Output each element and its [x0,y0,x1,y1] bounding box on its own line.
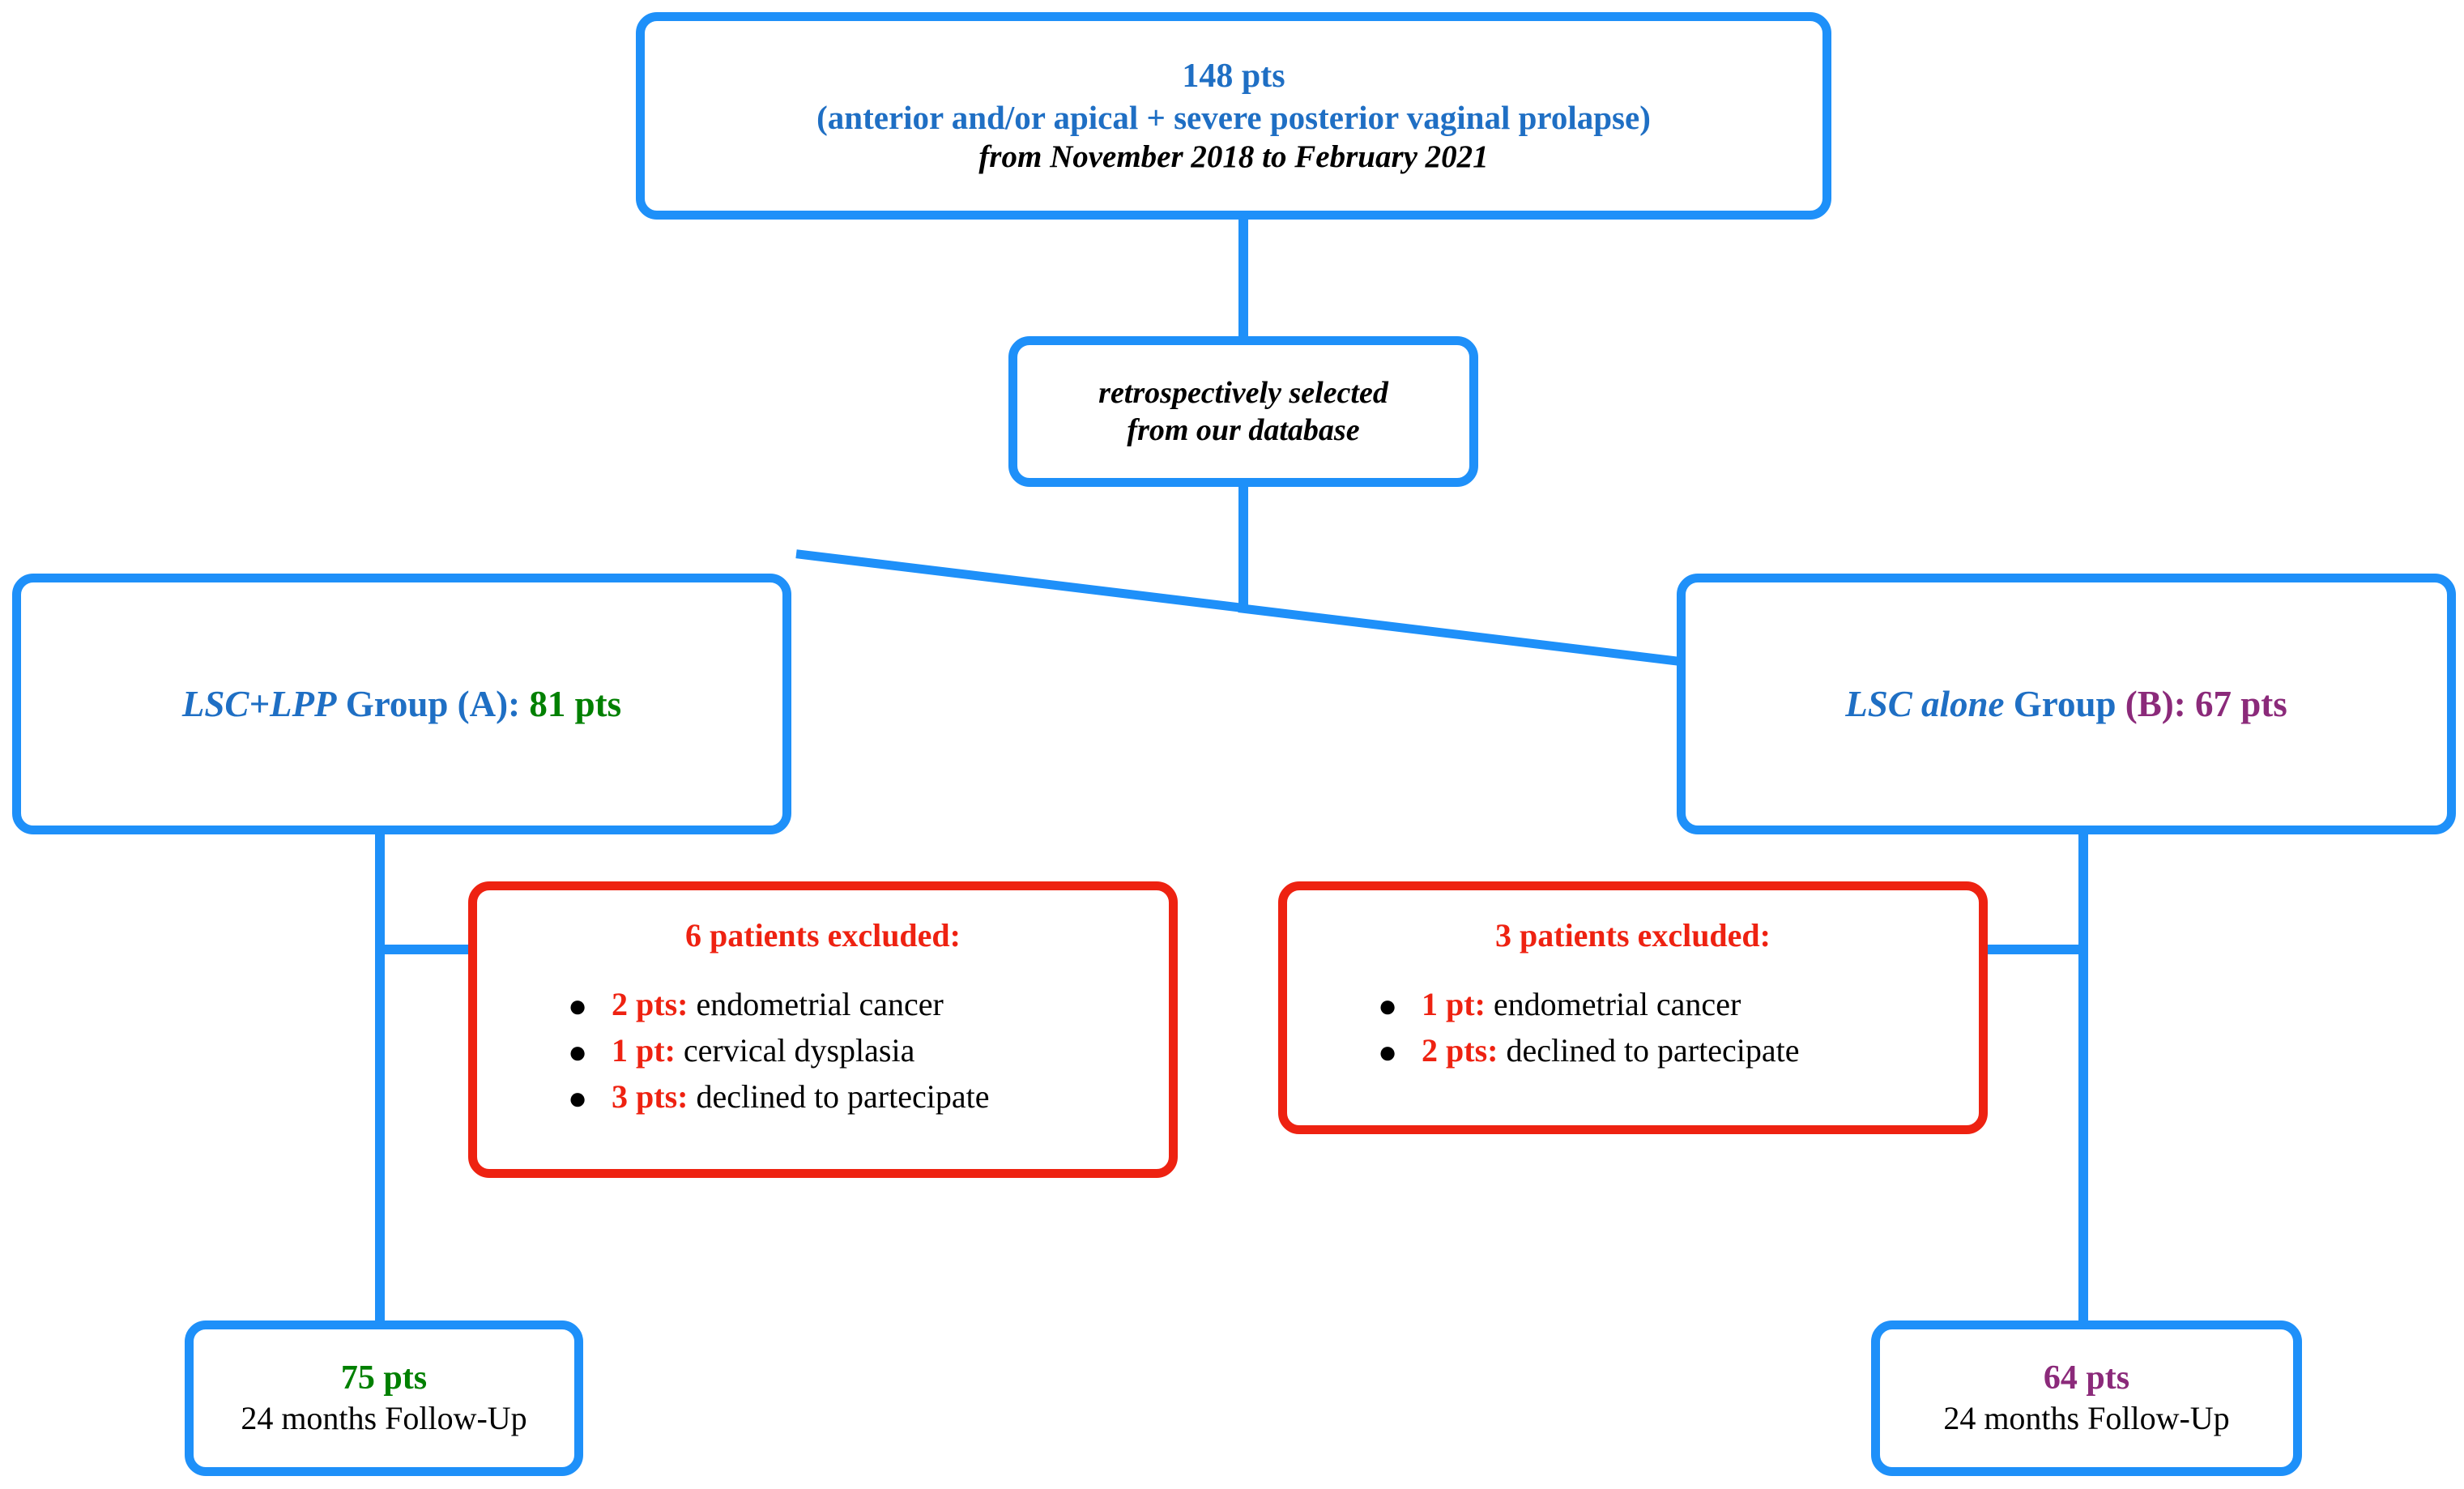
connector-group-b-vertical [2078,826,2088,1325]
followup-a-duration: 24 months Follow-Up [241,1400,527,1437]
followup-b-duration: 24 months Follow-Up [1943,1400,2230,1437]
connector-branch-left-diagonal [795,549,1244,612]
followup-box-group-b: 64 pts 24 months Follow-Up [1871,1320,2302,1476]
connector-group-b-to-exclusions [1982,945,2083,954]
exclusion-reason: declined to partecipate [688,1077,990,1115]
list-item: ● 3 pts: declined to partecipate [568,1074,1169,1120]
list-item: ● 2 pts: endometrial cancer [568,982,1169,1028]
group-b-technique-name: LSC alone [1845,684,2005,724]
group-b-count: 67 pts [2194,684,2287,724]
exclusions-a-list: ● 2 pts: endometrial cancer ● 1 pt: cervic… [477,982,1169,1120]
list-item: ● 2 pts: declined to partecipate [1378,1028,1979,1074]
bullet-icon: ● [1378,1034,1398,1071]
exclusions-box-group-a: 6 patients excluded: ● 2 pts: endometrial… [468,881,1178,1178]
group-a-technique-name: LSC+LPP [181,684,337,724]
followup-b-count: 64 pts [2043,1359,2130,1397]
exclusion-count: 3 pts: [612,1077,688,1115]
exclusion-reason: declined to partecipate [1498,1031,1800,1069]
exclusion-count: 2 pts: [1422,1031,1498,1069]
list-item: ● 1 pt: cervical dysplasia [568,1028,1169,1074]
exclusion-count: 2 pts: [612,986,688,1022]
group-b-group-text: Group [2004,684,2125,724]
followup-box-group-a: 75 pts 24 months Follow-Up [185,1320,583,1476]
exclusion-reason: endometrial cancer [688,986,944,1022]
connector-group-a-vertical [375,826,385,1325]
exclusions-b-heading: 3 patients excluded: [1495,917,1771,954]
group-b-paren: (B): [2125,684,2195,724]
group-a-count: 81 pts [529,684,622,724]
total-patients-count: 148 pts [1182,57,1285,95]
exclusion-reason: endometrial cancer [1485,986,1741,1022]
exclusion-count: 1 pt: [612,1031,676,1069]
exclusion-reason: cervical dysplasia [675,1031,915,1069]
exclusions-a-heading: 6 patients excluded: [685,917,961,954]
connector-branch-right-diagonal [1238,604,1686,667]
cohort-box-total-patients: 148 pts (anterior and/or apical + severe… [636,12,1831,220]
selection-method-line1: retrospectively selected [1098,375,1388,410]
bullet-icon: ● [1378,988,1398,1025]
connector-top-to-mid [1238,215,1248,340]
connector-mid-to-branch [1238,482,1248,608]
bullet-icon: ● [568,988,588,1025]
exclusions-box-group-b: 3 patients excluded: ● 1 pt: endometrial … [1278,881,1988,1134]
study-arm-box-group-a: LSC+LPP Group (A): 81 pts [12,574,791,834]
group-b-label: LSC alone Group (B): 67 pts [1845,683,2287,725]
selection-method-box: retrospectively selected from our databa… [1008,336,1478,487]
connector-group-a-to-exclusions [375,945,474,954]
list-item: ● 1 pt: endometrial cancer [1378,982,1979,1028]
study-arm-box-group-b: LSC alone Group (B): 67 pts [1677,574,2456,834]
exclusion-count: 1 pt: [1422,986,1486,1022]
group-a-group-text: Group (A): [336,684,530,724]
inclusion-criteria-text: (anterior and/or apical + severe posteri… [816,98,1651,136]
bullet-icon: ● [568,1034,588,1071]
enrollment-period-text: from November 2018 to February 2021 [978,139,1489,174]
group-a-label: LSC+LPP Group (A): 81 pts [182,683,621,725]
bullet-icon: ● [568,1079,588,1116]
selection-method-line2: from our database [1127,413,1360,447]
exclusions-b-list: ● 1 pt: endometrial cancer ● 2 pts: declin… [1287,982,1979,1074]
followup-a-count: 75 pts [340,1359,428,1397]
